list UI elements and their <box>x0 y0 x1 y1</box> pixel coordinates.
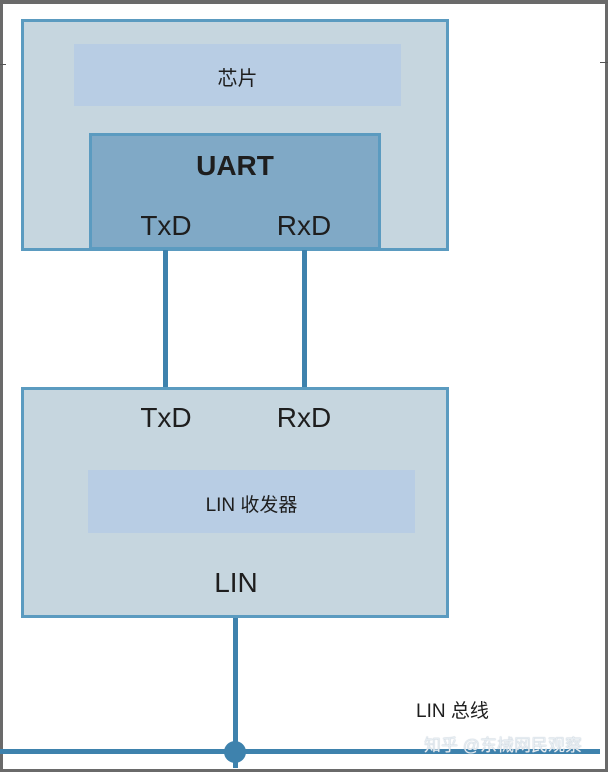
transceiver-txd-label: TxD <box>140 402 192 433</box>
txd-wire <box>163 250 168 389</box>
chip-label: 芯片 <box>217 68 258 90</box>
chip-label-box <box>74 44 401 106</box>
uart-label: UART <box>196 150 274 181</box>
rxd-wire <box>302 250 307 389</box>
uart-block <box>89 133 381 250</box>
lin-pin-label: LIN <box>214 567 258 598</box>
lin-wire <box>233 618 238 768</box>
transceiver-label: LIN 收发器 <box>205 495 298 516</box>
watermark: 知乎 @东械网民观察 <box>424 736 582 755</box>
edge-mark <box>0 64 6 65</box>
uart-rxd-label: RxD <box>276 210 332 241</box>
transceiver-label-box <box>88 470 415 533</box>
edge-mark <box>600 62 608 63</box>
junction-dot <box>224 741 246 763</box>
bus-label: LIN 总线 <box>416 701 489 722</box>
lin-bus-line <box>0 749 600 754</box>
uart-txd-label: TxD <box>140 210 192 241</box>
transceiver-rxd-label: RxD <box>276 402 332 433</box>
